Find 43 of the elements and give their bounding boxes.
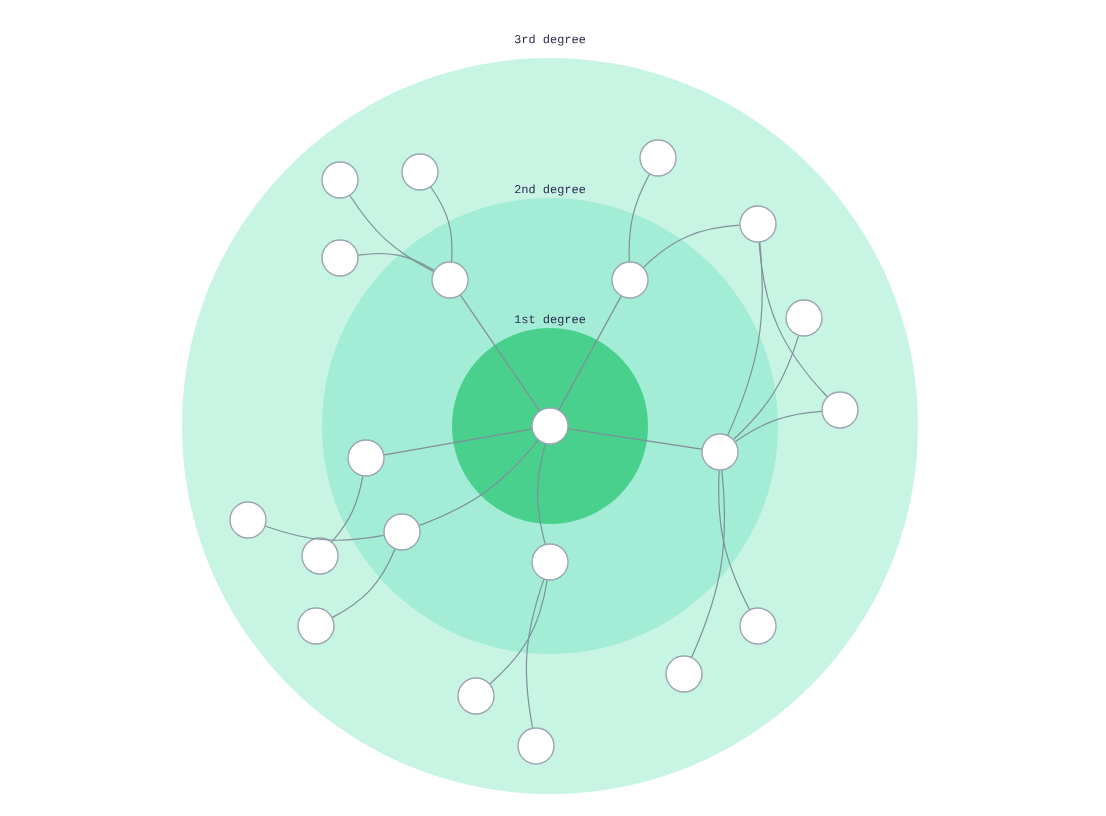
connector-line <box>567 428 703 450</box>
connector-line <box>691 470 726 658</box>
network-node <box>739 205 777 243</box>
connector-line <box>628 173 650 262</box>
network-node <box>383 513 421 551</box>
network-node <box>457 677 495 715</box>
connector-line <box>459 294 541 412</box>
network-node <box>431 261 469 299</box>
connector-line <box>558 295 622 411</box>
connector-line <box>383 428 533 456</box>
network-node <box>321 239 359 277</box>
connector-line <box>525 579 545 729</box>
connector-line <box>331 475 364 543</box>
network-node <box>301 537 339 575</box>
network-node <box>701 433 739 471</box>
connector-line <box>349 195 434 273</box>
network-node <box>531 543 569 581</box>
network-node <box>531 407 569 445</box>
connector-line <box>718 470 751 610</box>
network-node <box>517 727 555 765</box>
network-node <box>785 299 823 337</box>
network-node <box>401 153 439 191</box>
network-node <box>611 261 649 299</box>
connector-line <box>265 525 385 541</box>
connector-line <box>642 224 740 268</box>
connector-line <box>332 548 396 618</box>
connector-line <box>430 186 453 262</box>
connector-line <box>537 443 546 545</box>
network-node <box>639 139 677 177</box>
connector-line <box>733 335 800 440</box>
network-node <box>229 501 267 539</box>
network-node <box>665 655 703 693</box>
connector-line <box>727 242 763 436</box>
network-node <box>321 161 359 199</box>
connector-line <box>418 439 539 527</box>
connector-line <box>758 242 828 398</box>
network-node <box>347 439 385 477</box>
network-node <box>297 607 335 645</box>
connector-line <box>734 410 822 443</box>
network-node <box>821 391 859 429</box>
network-node <box>739 607 777 645</box>
connector-line <box>489 579 548 685</box>
connector-line <box>357 252 435 271</box>
